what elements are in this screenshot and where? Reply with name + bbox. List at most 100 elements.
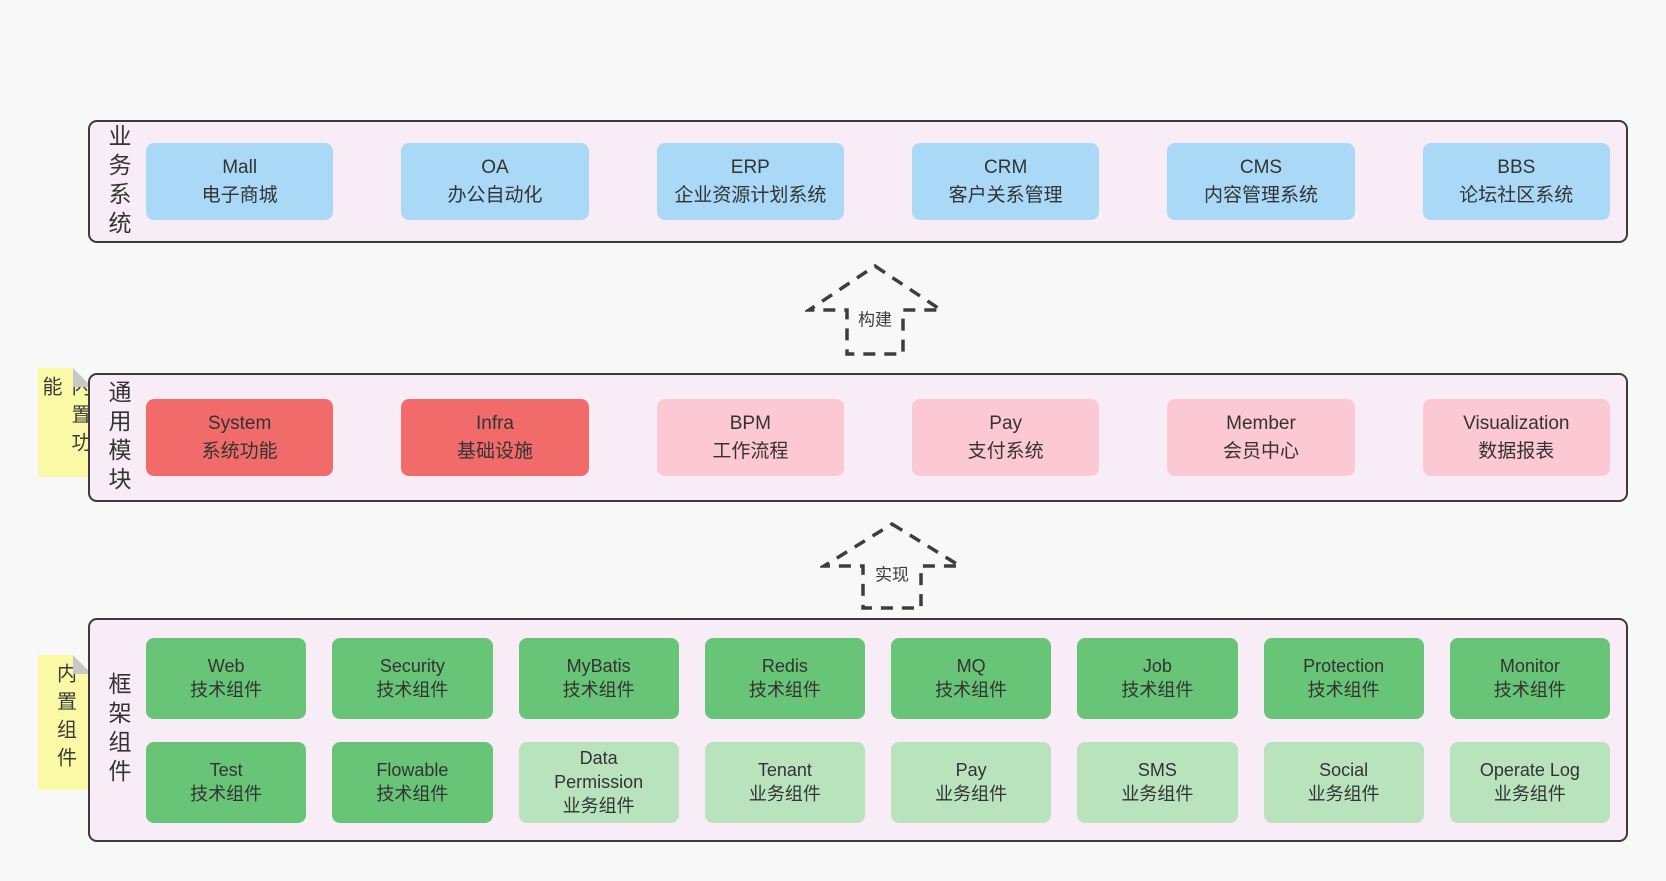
box-name: Visualization [1463, 412, 1570, 434]
box-mybatis: MyBatis 技术组件 [518, 637, 679, 719]
box-test: Test 技术组件 [146, 741, 307, 823]
box-desc: 业务组件 [935, 784, 1008, 804]
box-name: Pay [989, 412, 1023, 434]
box-desc: 系统功能 [201, 440, 278, 462]
box-name: SMS [1137, 760, 1177, 780]
box-desc: 企业资源计划系统 [674, 184, 827, 206]
box-infra: Infra 基础设施 [401, 399, 589, 476]
box-name: Data Permission [554, 748, 644, 792]
sticky-note-label: 内置组件 [53, 663, 76, 775]
box-bpm: BPM 工作流程 [656, 399, 844, 476]
band-business-systems: 业务系统 Mall 电子商城 OA 办公自动化 ERP 企业资源计划系统 CRM… [88, 120, 1628, 243]
box-name: Member [1226, 412, 1296, 434]
box-name: ERP [730, 156, 770, 178]
common-modules-row: System 系统功能 Infra 基础设施 BPM 工作流程 Pay 支付系统… [146, 375, 1626, 500]
arrow-build: 构建 [805, 262, 945, 358]
box-desc: 基础设施 [456, 440, 533, 462]
box-desc: 技术组件 [190, 680, 263, 700]
box-job: Job 技术组件 [1077, 637, 1238, 719]
box-name: Job [1142, 656, 1172, 676]
box-desc: 技术组件 [376, 784, 449, 804]
box-name: Web [207, 656, 245, 676]
box-desc: 办公自动化 [447, 184, 543, 206]
sticky-note-built-in-features: 内置功能 [38, 368, 92, 477]
box-flowable: Flowable 技术组件 [332, 741, 493, 823]
box-name: Security [379, 656, 445, 676]
box-social: Social 业务组件 [1263, 741, 1424, 823]
box-erp: ERP 企业资源计划系统 [656, 143, 844, 220]
box-security: Security 技术组件 [332, 637, 493, 719]
framework-components-grid: Web 技术组件 Security 技术组件 MyBatis 技术组件 Redi… [146, 620, 1626, 840]
box-desc: 业务组件 [1121, 784, 1194, 804]
box-desc: 业务组件 [1307, 784, 1380, 804]
band-label-common-modules: 通用模块 [105, 379, 131, 496]
box-data-permission: Data Permission 业务组件 [518, 741, 679, 823]
box-name: OA [481, 156, 509, 178]
box-desc: 客户关系管理 [948, 184, 1063, 206]
box-name: Protection [1303, 656, 1385, 676]
box-desc: 业务组件 [1493, 784, 1566, 804]
box-name: Redis [761, 656, 808, 676]
box-desc: 论坛社区系统 [1459, 184, 1574, 206]
box-name: Monitor [1499, 656, 1560, 676]
box-desc: 工作流程 [712, 440, 789, 462]
box-cms: CMS 内容管理系统 [1167, 143, 1355, 220]
box-name: Flowable [376, 760, 449, 780]
band-label-framework-components: 框架组件 [105, 672, 131, 788]
box-desc: 技术组件 [1493, 680, 1566, 700]
box-name: MyBatis [566, 656, 631, 676]
band-framework-components: 框架组件 Web 技术组件 Security 技术组件 MyBatis 技术组件… [88, 618, 1628, 842]
sticky-note-built-in-components: 内置组件 [38, 655, 92, 790]
box-sms: SMS 业务组件 [1077, 741, 1238, 823]
box-desc: 技术组件 [1307, 680, 1380, 700]
box-name: CMS [1239, 156, 1283, 178]
box-name: MQ [956, 656, 986, 676]
box-name: Infra [475, 412, 514, 434]
box-desc: 支付系统 [967, 440, 1044, 462]
box-protection: Protection 技术组件 [1263, 637, 1424, 719]
box-desc: 技术组件 [376, 680, 449, 700]
box-name: CRM [984, 156, 1028, 178]
box-desc: 技术组件 [562, 680, 635, 700]
band-label-business-systems: 业务系统 [105, 123, 131, 240]
up-arrow-icon [820, 521, 964, 610]
box-desc: 数据报表 [1478, 440, 1555, 462]
box-monitor: Monitor 技术组件 [1449, 637, 1610, 719]
box-desc: 技术组件 [190, 784, 263, 804]
box-pay-component: Pay 业务组件 [891, 741, 1052, 823]
box-name: BBS [1497, 156, 1536, 178]
box-visualization: Visualization 数据报表 [1422, 399, 1610, 476]
box-bbs: BBS 论坛社区系统 [1422, 143, 1610, 220]
box-system: System 系统功能 [146, 399, 334, 476]
box-desc: 内容管理系统 [1203, 184, 1318, 206]
arrow-implement: 实现 [820, 520, 964, 612]
box-pay-module: Pay 支付系统 [911, 399, 1100, 476]
box-name: Tenant [757, 760, 812, 780]
box-desc: 电子商城 [201, 184, 278, 206]
box-name: Pay [955, 760, 987, 780]
box-name: Mall [222, 156, 258, 178]
box-mall: Mall 电子商城 [146, 143, 334, 220]
arrow-label-implement: 实现 [871, 559, 913, 587]
box-web: Web 技术组件 [146, 637, 307, 719]
box-desc: 业务组件 [748, 784, 821, 804]
box-name: BPM [729, 412, 771, 434]
box-desc: 会员中心 [1222, 440, 1299, 462]
box-redis: Redis 技术组件 [704, 637, 865, 719]
box-desc: 技术组件 [935, 680, 1008, 700]
box-desc: 技术组件 [748, 680, 821, 700]
sticky-note-label: 内置功能 [39, 376, 90, 460]
box-member: Member 会员中心 [1167, 399, 1355, 476]
business-systems-row: Mall 电子商城 OA 办公自动化 ERP 企业资源计划系统 CRM 客户关系… [146, 122, 1626, 241]
box-mq: MQ 技术组件 [891, 637, 1052, 719]
box-desc: 技术组件 [1121, 680, 1194, 700]
box-crm: CRM 客户关系管理 [911, 143, 1100, 220]
box-name: Test [209, 760, 243, 780]
up-arrow-icon [805, 263, 945, 356]
box-desc: 业务组件 [562, 796, 635, 816]
box-operate-log: Operate Log 业务组件 [1449, 741, 1610, 823]
box-tenant: Tenant 业务组件 [704, 741, 865, 823]
box-name: Social [1319, 760, 1369, 780]
band-common-modules: 通用模块 System 系统功能 Infra 基础设施 BPM 工作流程 Pay… [88, 373, 1628, 502]
